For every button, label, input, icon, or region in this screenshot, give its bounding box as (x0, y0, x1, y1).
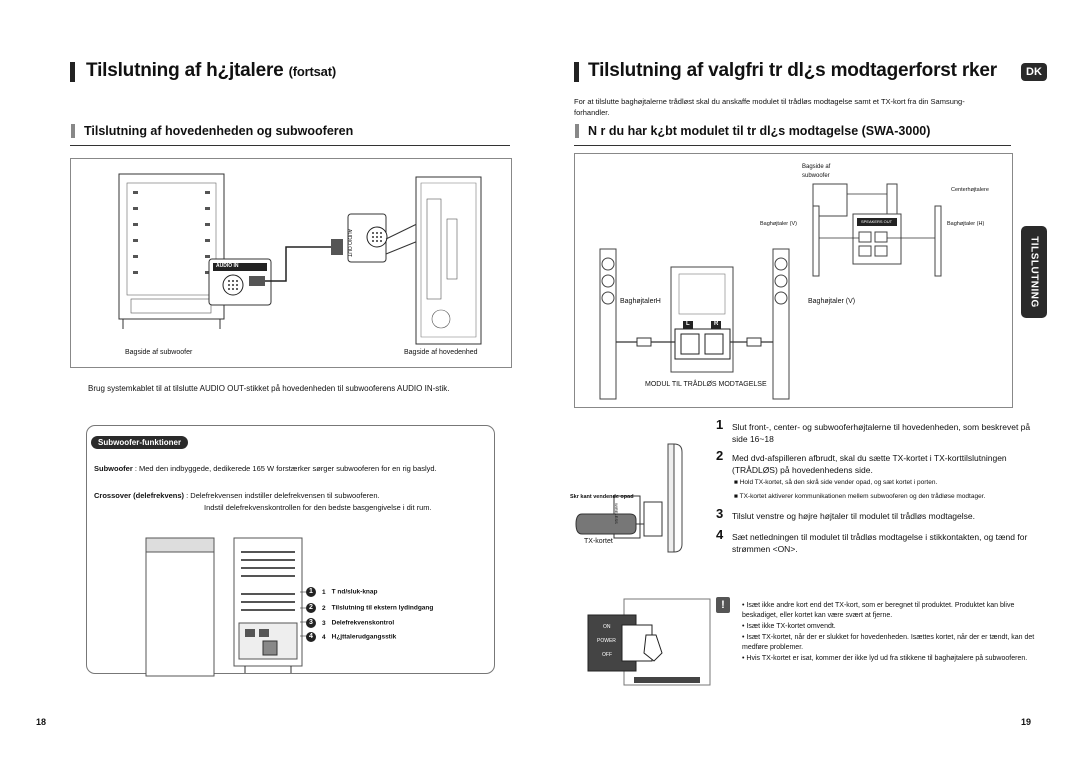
subwoofer-connection-diagram (118, 173, 482, 345)
left-subtitle: Tilslutning af hovedenheden og subwoofer… (84, 124, 354, 138)
legend-number: 4 (306, 632, 316, 642)
audio-out-tag: AUDIO OUT (346, 229, 352, 257)
label-bag-h: BaghøjtalerH (620, 298, 661, 305)
side-tab-label: TILSLUTNING (1028, 236, 1040, 308)
crossover-description: Crossover (delefrekvens) : Delefrekvense… (94, 490, 484, 501)
label-bagside-af: Bagside af (802, 164, 831, 170)
legend-label: H¿jttalerudgangsstik (331, 633, 397, 641)
power-label-on: ON (603, 624, 611, 630)
label-bag-v-small: Baghøjtaler (V) (760, 221, 797, 227)
subwoofer-rear-illustration (233, 537, 303, 673)
right-intro: For at tilslutte baghøjtalerne trådløst … (574, 97, 965, 117)
left-subtitle-marker (71, 124, 75, 138)
left-page-title: Tilslutning af h¿jtalere (fortsat) (86, 60, 336, 82)
power-panel-illustration (587, 598, 711, 686)
wireless-diagram (599, 183, 942, 400)
legend-label: Delefrekvenskontrol (331, 619, 395, 627)
power-label-off: OFF (602, 652, 612, 658)
fig-label-main-unit: Bagside af hovedenhed (404, 349, 478, 356)
crossover-description-2: Indstil delefrekvenskontrollen for den b… (204, 503, 432, 512)
language-badge: DK (1021, 63, 1047, 81)
legend-index: 1 (322, 588, 326, 596)
fig-label-subwoofer: Bagside af subwoofer (125, 349, 193, 356)
wireless-port-label: WIRELESS (614, 503, 619, 524)
note-text: Hvis TX-kortet er isat, kommer der ikke … (746, 655, 1028, 662)
bullet-text: TX-kortet aktiverer kommunikationen mell… (739, 493, 986, 500)
step-text: Slut front-, center- og subwooferhøjtale… (732, 422, 1031, 444)
audio-in-tag: AUDIO IN (216, 263, 239, 269)
note-item: • Isæt ikke andre kort end det TX-kort, … (742, 602, 1015, 619)
label-l: L (686, 321, 690, 327)
section-side-tab: TILSLUTNING (1021, 226, 1047, 318)
left-instruction: Brug systemkablet til at tilslutte AUDIO… (88, 384, 450, 393)
step-number: 2 (716, 448, 724, 463)
left-title-suffix: (fortsat) (288, 64, 337, 79)
label-r: R (714, 321, 719, 327)
subwoofer-functions-box (86, 425, 495, 674)
left-title-marker (70, 62, 75, 82)
note-text: Isæt TX-kortet, når der er slukket for h… (742, 634, 1035, 651)
warning-icon: ! (716, 597, 730, 613)
legend-index: 4 (322, 633, 326, 641)
bullet-text: Hold TX-kortet, så den skrå side vender … (739, 479, 938, 486)
step-text: Med dvd-afspilleren afbrudt, skal du sæt… (732, 453, 1007, 475)
step-number: 4 (716, 527, 724, 542)
tx-card-illustration (575, 443, 683, 553)
wireless-diagram-frame: Bagside af subwoofer Centerhøjtalere Bag… (574, 153, 1013, 408)
left-connection-figure: AUDIO IN AUDIO OUT Bagside af subwoofer … (70, 158, 512, 368)
subwoofer-description: Subwoofer : Med den indbyggede, dedikere… (94, 463, 474, 474)
legend-number: 3 (306, 618, 316, 628)
left-title-main: Tilslutning af h¿jtalere (86, 60, 284, 81)
step2-bullet: ■ TX-kortet aktiverer kommunikationen me… (734, 493, 986, 500)
step-number: 3 (716, 506, 724, 521)
left-subtitle-rule (70, 145, 510, 146)
legend-label: Tilslutning til ekstern lydindgang (331, 604, 434, 612)
right-subtitle-rule (574, 145, 1011, 146)
power-label-power: POWER (597, 638, 616, 644)
note-item: • Isæt ikke TX-kortet omvendt. (742, 623, 836, 630)
crossover-term: Crossover (delefrekvens) (94, 491, 185, 500)
label-center: Centerhøjtalere (951, 187, 989, 193)
right-subtitle-marker (575, 124, 579, 138)
step-number: 1 (716, 417, 724, 432)
functions-title: Subwoofer-funktioner (91, 436, 189, 449)
note-item: • Hvis TX-kortet er isat, kommer der ikk… (742, 655, 1028, 662)
card-label-top: Skr kant vendende opad (570, 494, 634, 500)
legend-index: 3 (322, 619, 326, 627)
step2-bullet: ■ Hold TX-kortet, så den skrå side vende… (734, 479, 938, 486)
crossover-desc: : Delefrekvensen indstiller delefrekvens… (186, 491, 380, 500)
step-text: Sæt netledningen til modulet til trådløs… (732, 532, 1028, 554)
right-subtitle: N r du har k¿bt modulet til tr dl¿s modt… (588, 124, 931, 138)
subwoofer-desc: : Med den indbyggede, dedikerede 165 W f… (134, 464, 437, 473)
label-subwoofer: subwoofer (802, 173, 830, 179)
legend-label: T nd/sluk-knap (331, 588, 378, 596)
legend-number: 1 (306, 587, 316, 597)
legend-index: 2 (322, 604, 326, 612)
left-page-number: 18 (36, 717, 47, 727)
subwoofer-front-illustration (145, 537, 215, 677)
note-text: Isæt ikke andre kort end det TX-kort, so… (742, 602, 1015, 619)
label-bag-h-small: Baghøjtaler (H) (947, 221, 985, 227)
note-item: • Isæt TX-kortet, når der er slukket for… (742, 634, 1035, 651)
right-title-marker (574, 62, 579, 82)
label-bag-v: Baghøjtaler (V) (808, 298, 856, 305)
right-page-number: 19 (1021, 717, 1032, 727)
note-text: Isæt ikke TX-kortet omvendt. (746, 623, 836, 630)
label-speakers-out: SPEAKERS OUT (861, 219, 893, 224)
card-label: TX-kortet (584, 538, 613, 545)
subwoofer-term: Subwoofer (94, 464, 133, 473)
label-module: MODUL TIL TRÅDLØS MODTAGELSE (645, 381, 767, 388)
legend-number: 2 (306, 603, 316, 613)
right-page-title: Tilslutning af valgfri tr dl¿s modtagerf… (588, 60, 997, 81)
step-text: Tilslut venstre og højre højtaler til mo… (732, 511, 975, 521)
